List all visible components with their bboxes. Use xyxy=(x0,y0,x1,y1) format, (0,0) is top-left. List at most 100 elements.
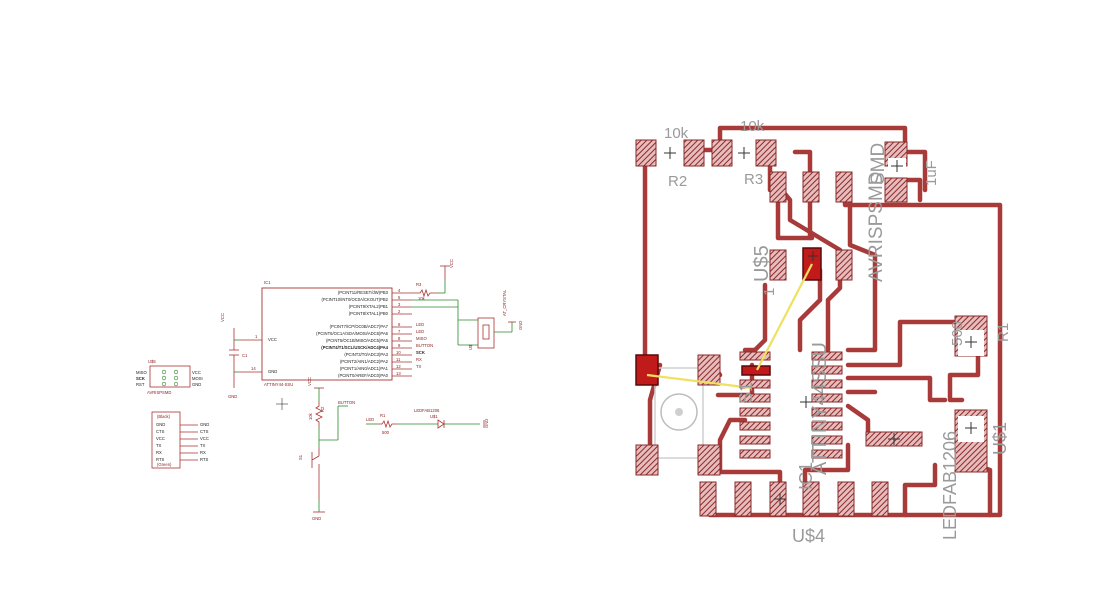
ftdi-pin-rx-left: RX xyxy=(156,450,162,455)
led-net-label: LED xyxy=(366,417,374,422)
net-label-miso: MISO xyxy=(416,336,427,341)
cap-value-label: 1uF xyxy=(923,160,940,186)
net-label-rx: RX xyxy=(416,357,422,362)
mcu-label: ATTINY44SSU xyxy=(809,342,831,475)
ic-pin-pa2: (PCINT2/AIN1/ADC2)PA2 xyxy=(340,359,389,364)
vcc-label-left: VCC xyxy=(220,313,225,322)
net-label-sck: SCK xyxy=(416,350,425,355)
led-name-label: LEDFAB1206 xyxy=(940,431,960,540)
ic-pin-pa3: (PCINT3/T0/ADC3)PA3 xyxy=(344,352,388,357)
ic-pin-num-4: 4 xyxy=(398,288,401,293)
button-r-value: 10k xyxy=(308,412,313,420)
resistor-r3-symbol[interactable]: R3 10k VCC xyxy=(412,259,454,301)
ftdi-pin-rts-left: RTS xyxy=(156,457,165,462)
main-ic-symbol[interactable]: IC1 ATTINY44-SSU VCC GND 1 14 (PCINT11/R… xyxy=(240,280,433,387)
isp-pin-miso: MISO xyxy=(136,370,147,375)
net-label-button: BUTTON xyxy=(416,343,433,348)
ftdi-footer-label: (Green) xyxy=(157,462,172,467)
r2-name-label: R2 xyxy=(668,173,687,190)
cap-name-label: SMD xyxy=(868,143,889,185)
ic-pin-num-1: 1 xyxy=(255,334,258,339)
led-r-value: 500 xyxy=(382,430,390,435)
s1-label: S1 xyxy=(736,382,756,404)
ic-pin-pa0: (PCINT0/AREF/ADC0)PA0 xyxy=(338,373,389,378)
gnd-label-button: GND xyxy=(312,516,321,521)
switch-name: S1 xyxy=(298,454,303,460)
pcb-labels: 10k R2 10k R3 1uF SMD AVRISPSMD U$5 ATTI… xyxy=(664,118,1012,546)
ftdi-pin-tx-right: TX xyxy=(200,443,206,448)
r3-value: 10k xyxy=(418,296,426,301)
main-ic-value: ATTINY44-SSU xyxy=(264,382,293,387)
net-label-led: LED xyxy=(416,322,424,327)
r1-name-label: R1 xyxy=(995,323,1012,342)
ftdi-pin-cts-left: CTS xyxy=(156,429,165,434)
ic-pin-num-3: 3 xyxy=(398,302,401,307)
ic-pin-num-11: 11 xyxy=(396,357,401,362)
net-label-led-2: LED xyxy=(416,329,424,334)
ic-pin-pb0: (PCINT8/XTAL1)PB0 xyxy=(349,311,389,316)
ic-pin-num-2: 2 xyxy=(398,309,401,314)
switch-s1-body[interactable] xyxy=(654,367,704,459)
ic-pin-pa5: (PCINT5/OC1B/MISO/ADC5)PA5 xyxy=(326,338,389,343)
pin1-label: 1 xyxy=(761,288,778,296)
ic-pin-num-8: 8 xyxy=(398,336,401,341)
gnd-label-ic: GND xyxy=(228,394,237,399)
ic-pin-num-13: 13 xyxy=(396,371,401,376)
isp-name: U$5 xyxy=(148,359,156,364)
ic-pin-pb2: (PCINT10/INT0/OC0A/CKOUT)PB2 xyxy=(321,297,388,302)
ic-pin-num-12: 12 xyxy=(396,364,401,369)
isp-pin-sck: SCK xyxy=(136,376,145,381)
ic-pin-pb1: (PCINT9/XTAL2)PB1 xyxy=(349,304,389,309)
schematic-view: IC1 ATTINY44-SSU VCC GND 1 14 (PCINT11/R… xyxy=(136,259,523,521)
origin-cross-icon xyxy=(276,398,288,410)
ftdi-pin-labels: GND CTS VCC TX RX RTS GND CTS VCC TX RX … xyxy=(156,422,209,462)
ftdi-ref-label: U$4 xyxy=(792,526,825,546)
led-r-name: R1 xyxy=(380,413,386,418)
ic-pin-gnd: GND xyxy=(268,369,277,374)
ic-pin-pa7: (PCINT7/ICP/OC0B/ADC7)PA7 xyxy=(330,324,389,329)
led-name: LEDFAB1206 xyxy=(414,408,440,413)
ftdi-pin-rx-right: RX xyxy=(200,450,206,455)
u5-label: U$5 xyxy=(751,245,773,282)
ftdi-pin-cts-right: CTS xyxy=(200,429,209,434)
capacitor-symbol[interactable]: VCC C1 GND xyxy=(220,313,248,399)
ic-pin-pb3: (PCINT11/RESET/dW)PB3 xyxy=(338,290,389,295)
ftdi-pin-vcc-left: VCC xyxy=(156,436,165,441)
ic-net-labels: LED LED MISO BUTTON SCK RX TX xyxy=(416,322,433,369)
ic-pin-num-7: 7 xyxy=(398,329,401,334)
r1-value-label: 500 xyxy=(949,321,966,346)
button-net-label: BUTTON xyxy=(338,400,355,405)
selected-pads[interactable] xyxy=(635,247,822,386)
isp-pin-mosi: MOSI xyxy=(192,376,203,381)
ftdi-pin-tx-left: TX xyxy=(156,443,162,448)
ic-right-pins: (PCINT11/RESET/dW)PB3 (PCINT10/INT0/OC0A… xyxy=(316,290,388,378)
ratsnest-lines xyxy=(646,263,813,390)
ftdi-pin-gnd-left: GND xyxy=(156,422,165,427)
ftdi-header-symbol[interactable]: (Black) (Green) GND CTS VCC TX RX RTS GN… xyxy=(151,411,209,469)
ftdi-pin-vcc-right: VCC xyxy=(200,436,209,441)
isp-pin-vcc: VCC xyxy=(192,370,201,375)
ic-pin-pa6: (PCINT6/OC1A/SDA/MOSI/ADC6)PA6 xyxy=(316,331,388,336)
r3-name: R3 xyxy=(416,282,422,287)
isp-header-symbol[interactable]: U$5 AVRISPSMD MISO SCK RST VCC MOSI GND xyxy=(136,359,203,395)
ic-pin-pa1: (PCINT1/AIN0/ADC1)PA1 xyxy=(340,366,389,371)
capacitor-name: C1 xyxy=(242,353,248,358)
ic-pin-num-14: 14 xyxy=(251,366,256,371)
led-block-symbol[interactable]: LED R1 500 LEDFAB1206 U$1 GND xyxy=(366,408,489,435)
ic-right-pin-numbers: 4 5 3 2 6 7 8 9 10 11 12 13 xyxy=(396,288,401,376)
vcc-label-r3: VCC xyxy=(449,259,454,268)
ic1-label: IC1 xyxy=(796,462,816,490)
r3-name-label: R3 xyxy=(744,171,763,188)
ic-pin-pa4: (PCINT4/T1/SCL/USCK/ADC4)PA4 xyxy=(321,345,388,350)
ic-pin-num-10: 10 xyxy=(396,350,401,355)
r3-value-label: 10k xyxy=(740,118,765,135)
crystal-value: AT_CRYSTAL xyxy=(502,289,507,316)
ftdi-pin-gnd-right: GND xyxy=(200,422,209,427)
gnd-label-crystal: GND xyxy=(518,321,523,330)
button-block-symbol[interactable]: VCC R2 10k BUTTON S1 GND xyxy=(298,377,355,521)
ic-pin-vcc: VCC xyxy=(268,337,277,342)
crystal-symbol[interactable]: AT_CRYSTAL U$ GND xyxy=(412,289,523,350)
isp-name-label: AVRISPSMD xyxy=(866,171,887,282)
vcc-label-button: VCC xyxy=(307,377,312,386)
